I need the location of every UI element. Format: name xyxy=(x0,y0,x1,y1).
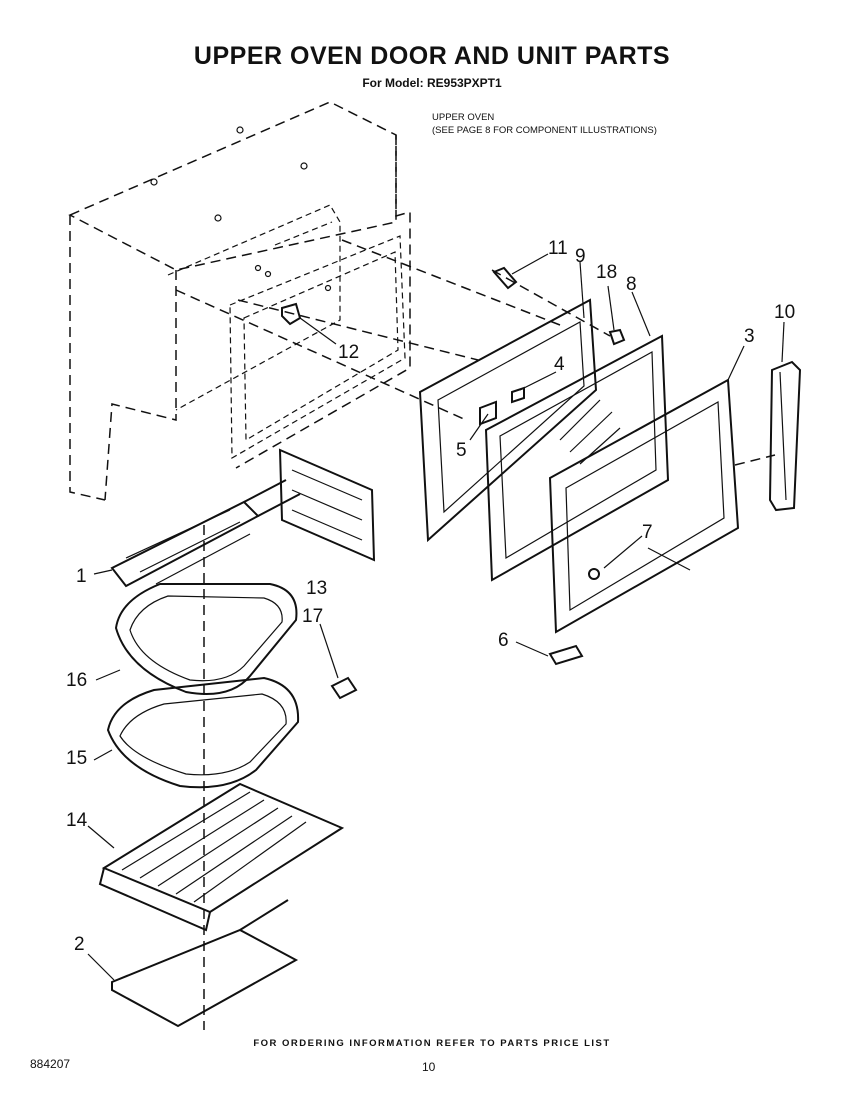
outer-door-panel xyxy=(548,378,740,634)
callout-11: 11 xyxy=(548,238,568,259)
inner-door-panel xyxy=(418,298,598,543)
ordering-information: FOR ORDERING INFORMATION REFER TO PARTS … xyxy=(253,1038,611,1049)
callout-18: 18 xyxy=(596,262,617,283)
door-handle xyxy=(768,360,802,512)
broil-element xyxy=(110,479,301,588)
callout-leaders xyxy=(87,253,785,981)
upper-oven-note-line2: (SEE PAGE 8 FOR COMPONENT ILLUSTRATIONS) xyxy=(432,125,657,136)
small-hardware-parts xyxy=(492,266,626,666)
callout-14: 14 xyxy=(66,810,88,831)
callout-1: 1 xyxy=(76,566,87,587)
callout-7: 7 xyxy=(642,522,653,543)
callout-15: 15 xyxy=(66,748,87,769)
callout-numbers: 1 2 3 4 5 6 7 8 9 10 11 12 13 14 15 16 1… xyxy=(66,238,795,955)
callout-6: 6 xyxy=(498,630,509,651)
element-bracket xyxy=(278,448,376,562)
upper-oven-note: UPPER OVEN (SEE PAGE 8 FOR COMPONENT ILL… xyxy=(432,111,657,137)
upper-oven-note-line1: UPPER OVEN xyxy=(432,112,495,123)
callout-4: 4 xyxy=(554,354,565,375)
callout-12: 12 xyxy=(338,342,359,363)
page-title: UPPER OVEN DOOR AND UNIT PARTS xyxy=(193,42,671,70)
callout-10: 10 xyxy=(774,302,795,323)
plug xyxy=(330,676,358,700)
callout-16: 16 xyxy=(66,670,87,691)
door-glass-frame xyxy=(484,334,670,582)
bake-element xyxy=(111,899,299,1028)
document-code: 884207 xyxy=(30,1057,71,1071)
broiler-pan-grid xyxy=(114,583,298,695)
assembly-leader-lines xyxy=(175,239,776,1030)
callout-3: 3 xyxy=(744,326,755,347)
oven-rack xyxy=(98,782,345,932)
callout-13: 13 xyxy=(306,578,327,599)
upper-oven-cavity xyxy=(68,101,411,501)
callout-9: 9 xyxy=(575,246,586,267)
page-number: 10 xyxy=(422,1060,436,1074)
model-number: For Model: RE953PXPT1 xyxy=(362,76,502,90)
callout-8: 8 xyxy=(626,274,637,295)
callout-17: 17 xyxy=(302,606,323,627)
callout-5: 5 xyxy=(456,440,467,461)
callout-2: 2 xyxy=(74,934,85,955)
broiler-pan xyxy=(106,676,300,789)
